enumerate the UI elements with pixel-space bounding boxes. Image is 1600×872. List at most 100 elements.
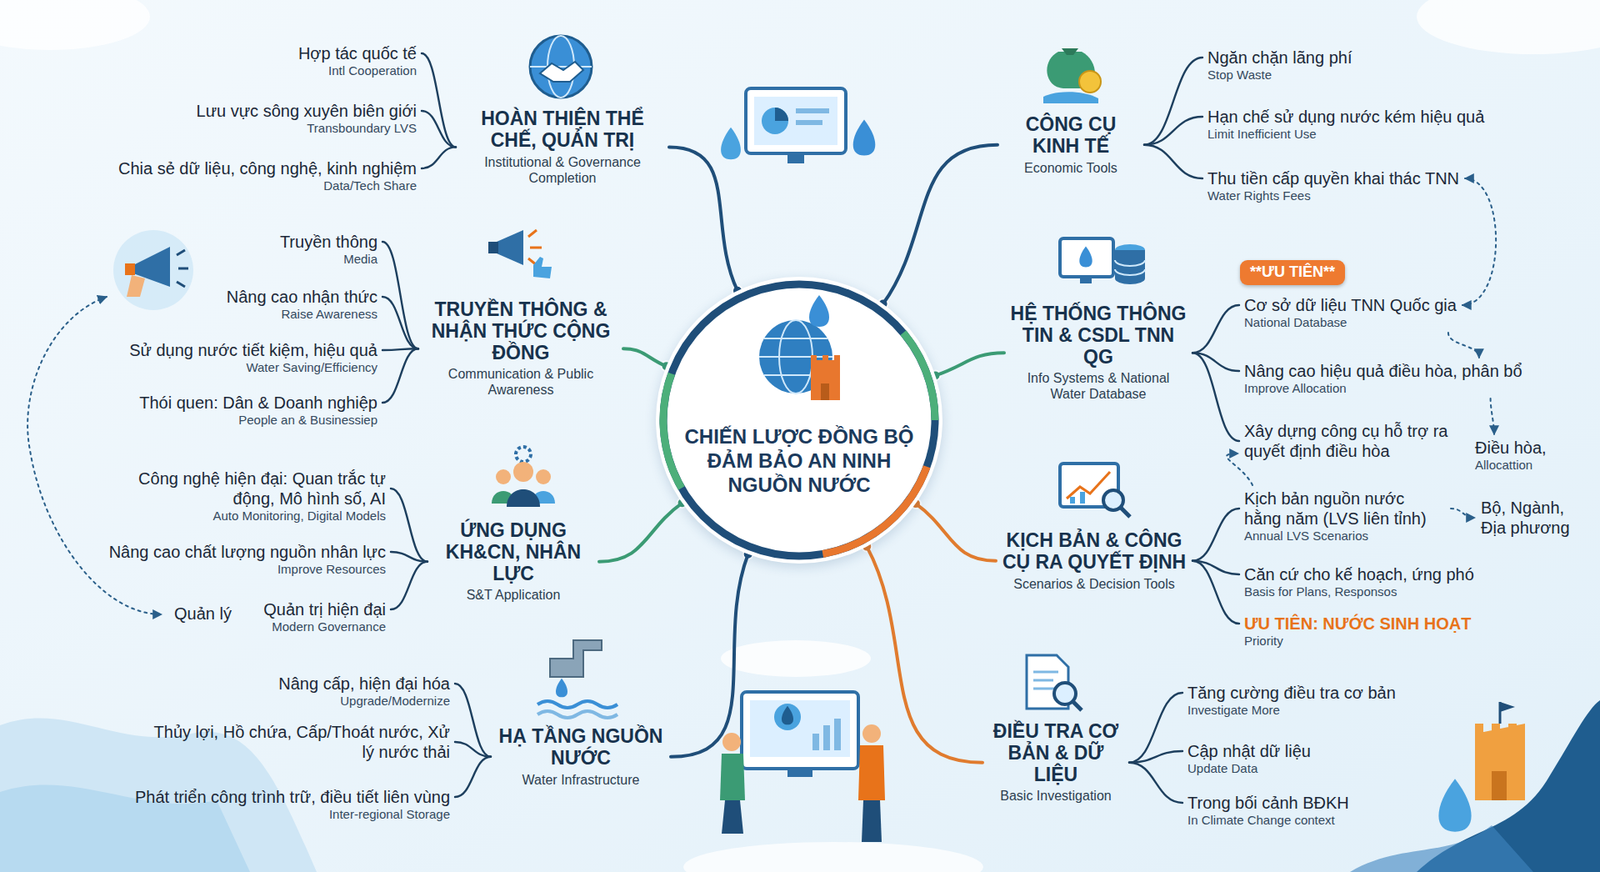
central-circle: CHIẾN LƯỢC ĐỒNG BỘ ĐẢM BẢO AN NINH NGUỒN… <box>655 276 943 564</box>
people-icon <box>491 446 555 507</box>
connector <box>915 503 996 561</box>
leaf-node: Cơ sở dữ liệu TNN Quốc giaNational Datab… <box>1242 294 1459 331</box>
node-subtitle: Modern Governance <box>263 619 386 635</box>
leaf-node: Trong bối cảnh BĐKHIn Climate Change con… <box>1185 791 1351 829</box>
connector <box>421 53 456 147</box>
node-title: Quản trị hiện đại <box>263 599 386 620</box>
connector <box>1192 352 1240 441</box>
monitor-icon <box>720 88 875 164</box>
node-title: Nâng cấp, hiện đại hóa <box>278 673 450 694</box>
connector <box>1192 305 1240 353</box>
branch-node: HỆ THỐNG THÔNG TIN & CSDL TNN QGInfo Sys… <box>1006 301 1190 405</box>
node-title: Sử dụng nước tiết kiệm, hiệu quả <box>129 340 378 360</box>
node-subtitle: Annual LVS Scenarios <box>1244 528 1445 544</box>
node-subtitle: Inter-regional Storage <box>135 806 450 822</box>
leaf-node: Tăng cường điều tra cơ bảnInvestigate Mo… <box>1185 681 1398 719</box>
node-title: Cập nhật dữ liệu <box>1187 740 1311 761</box>
connector <box>623 348 667 366</box>
node-title: Ngăn chặn lãng phí <box>1207 47 1352 68</box>
node-title: Căn cứ cho kế hoạch, ứng phó <box>1244 564 1475 585</box>
connector <box>1192 508 1240 561</box>
node-subtitle: Info Systems & National Water Database <box>1010 370 1187 402</box>
branch-node: ĐIỀU TRA CƠ BẢN & DỮ LIỆUBasic Investiga… <box>985 719 1127 805</box>
node-subtitle: National Database <box>1244 315 1457 330</box>
node-subtitle: Transboundary LVS <box>196 120 417 136</box>
branch-node: CÔNG CỤ KINH TẾEconomic Tools <box>1000 112 1142 178</box>
leaf-node: Nâng cao nhận thứcRaise Awareness <box>225 285 380 323</box>
leaf-node: Nâng cấp, hiện đại hóaUpgrade/Modernize <box>276 672 452 710</box>
leaf-node: Hợp tác quốc tếIntl Cooperation <box>296 42 419 80</box>
leaf-node: Chia sẻ dữ liệu, công nghệ, kinh nghiệmD… <box>116 157 419 195</box>
chart-icon <box>1060 463 1130 517</box>
node-title: **ƯU TIÊN** <box>1250 263 1335 282</box>
node-subtitle: Institutional & Governance Completion <box>461 154 664 186</box>
node-subtitle: Intl Cooperation <box>298 63 417 79</box>
node-subtitle: S&T Application <box>433 586 594 603</box>
node-subtitle: In Climate Change context <box>1187 812 1350 828</box>
node-title: HOÀN THIỆN THỂ CHẾ, QUẢN TRỊ <box>461 108 664 152</box>
node-title: Thủy lợi, Hồ chứa, Cấp/Thoát nước, Xử lý… <box>153 721 450 762</box>
node-title: ỨNG DỤNG KH&CN, NHÂN LỰC <box>433 520 594 585</box>
node-subtitle: People an & Businessiep <box>139 412 378 428</box>
connector <box>390 551 428 562</box>
connector <box>1129 692 1183 763</box>
wave <box>1350 825 1534 872</box>
branch-node: ỨNG DỤNG KH&CN, NHÂN LỰCS&T Application <box>430 518 597 605</box>
node-title: Nâng cao hiệu quả điều hòa, phân bổ <box>1244 360 1523 381</box>
node-title: Điều hòa, <box>1475 437 1547 458</box>
node-title: Kịch bản nguồn nước hằng năm (LVS liên t… <box>1244 488 1445 529</box>
connector <box>1129 762 1183 803</box>
branch-node: KỊCH BẢN & CÔNG CỤ RA QUYẾT ĐỊNHScenario… <box>998 528 1190 594</box>
leaf-node: Căn cứ cho kế hoạch, ứng phóBasis for Pl… <box>1242 563 1476 600</box>
node-title: CHIẾN LƯỢC ĐỒNG BỘ ĐẢM BẢO AN NINH NGUỒN… <box>667 425 931 497</box>
document-icon <box>1026 655 1082 710</box>
node-title: Bộ, Ngành, Địa phương <box>1480 497 1590 538</box>
database-icon <box>1060 238 1145 285</box>
priority-badge: **ƯU TIÊN** <box>1240 260 1345 285</box>
connector <box>1144 57 1203 145</box>
connector <box>670 554 749 757</box>
connector <box>455 683 491 757</box>
node-title: Xây dựng công cụ hỗ trợ ra quyết định đi… <box>1244 420 1454 461</box>
branch-node: HOÀN THIỆN THỂ CHẾ, QUẢN TRỊInstitutiona… <box>458 106 667 188</box>
dotted-arrow <box>1462 178 1496 305</box>
connector <box>421 146 456 169</box>
node-title: Nâng cao nhận thức <box>226 286 378 307</box>
node-subtitle: Raise Awareness <box>226 306 378 322</box>
castle-drop-icon <box>1438 701 1525 832</box>
priority-leaf: ƯU TIÊN: NƯỚC SINH HOẠTPriority <box>1242 612 1473 650</box>
leaf-node: Nâng cao hiệu quả điều hòa, phân bổImpro… <box>1242 360 1525 397</box>
pipe-icon <box>537 640 618 718</box>
node-title: TRUYỀN THÔNG & NHẬN THỨC CỘNG ĐỒNG <box>424 299 618 364</box>
node-title: Hợp tác quốc tế <box>298 43 417 64</box>
node-subtitle: Limit Inefficient Use <box>1207 126 1485 142</box>
node-title: Trong bối cảnh BĐKH <box>1187 792 1350 813</box>
connector <box>382 348 419 403</box>
node-subtitle: Water Rights Fees <box>1207 188 1460 204</box>
connector <box>390 488 428 562</box>
side-label: Quản lý <box>174 603 232 624</box>
connector <box>883 145 998 305</box>
people-screen-illustration <box>720 640 885 842</box>
leaf-node: Thủy lợi, Hồ chứa, Cấp/Thoát nước, Xử lý… <box>151 720 452 763</box>
node-subtitle: Improve Allocation <box>1244 380 1523 396</box>
connector <box>455 756 491 797</box>
connector <box>455 741 491 757</box>
leaf-node: Điều hòa,Allocattion <box>1473 436 1549 474</box>
node-title: Chia sẻ dữ liệu, công nghệ, kinh nghiệm <box>118 158 417 179</box>
connector <box>1144 145 1203 179</box>
connector <box>1129 750 1183 763</box>
leaf-node: Bộ, Ngành, Địa phương <box>1479 496 1592 539</box>
connector <box>1144 116 1203 145</box>
leaf-node: Sử dụng nước tiết kiệm, hiệu quảWater Sa… <box>127 339 380 376</box>
node-title: Cơ sở dữ liệu TNN Quốc gia <box>1244 295 1457 315</box>
leaf-node: Truyền thôngMedia <box>278 230 380 268</box>
connector <box>382 241 419 349</box>
node-title: Thu tiền cấp quyền khai thác TNN <box>1207 168 1460 189</box>
dotted-arrow <box>1448 332 1480 358</box>
node-title: HẠ TẦNG NGUỒN NƯỚC <box>496 725 665 770</box>
node-subtitle: Priority <box>1244 633 1471 649</box>
node-subtitle: Data/Tech Share <box>118 178 417 194</box>
leaf-node: Quản trị hiện đạiModern Governance <box>261 598 388 635</box>
node-title: KỊCH BẢN & CÔNG CỤ RA QUYẾT ĐỊNH <box>1001 530 1187 574</box>
